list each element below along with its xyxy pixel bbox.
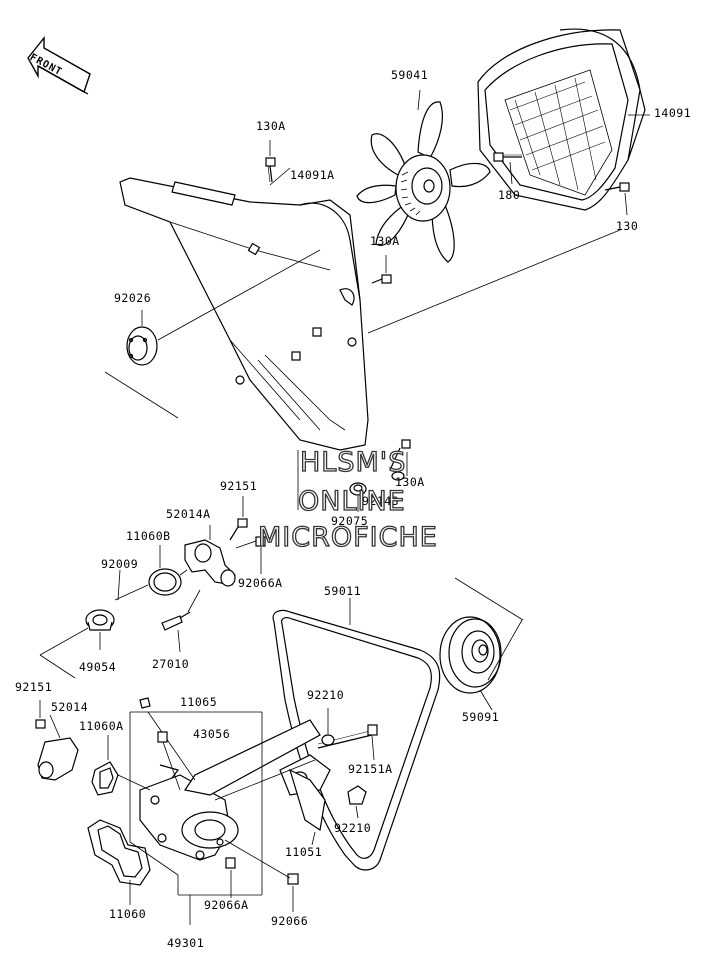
pulley-spacer-part: [104, 249, 321, 419]
part-label-92151a: 92151A: [348, 762, 393, 776]
part-label-92210-upper: 92210: [307, 688, 345, 702]
bolt-130a-low-part: [389, 439, 411, 481]
bolt-92151-lower-part: [35, 700, 46, 729]
washer-92210-lower-part: [347, 785, 367, 819]
part-label-43056: 43056: [193, 727, 231, 741]
cooling-fan-part: [356, 89, 491, 263]
part-label-11060b: 11060B: [126, 529, 171, 543]
part-label-92075: 92075: [331, 514, 369, 528]
part-label-92066a-lower: 92066A: [204, 898, 249, 912]
gasket-11060b-part: [148, 545, 188, 596]
part-label-130a-low: 130A: [395, 475, 425, 489]
part-label-11060: 11060: [109, 907, 147, 921]
collar-92075-part: [297, 450, 367, 512]
water-outlet-upper-part: [184, 525, 236, 587]
part-label-11060a: 11060A: [79, 719, 124, 733]
bolt-92151a-part: [317, 724, 378, 761]
temp-sender-27010-part: [161, 589, 201, 653]
watermark-line-3: MICROFICHE: [257, 522, 438, 553]
belt-cover-part: [119, 167, 369, 451]
pulley-59091-part: [439, 577, 524, 711]
water-outlet-lower-part: [37, 714, 79, 781]
bracket-11051-part: [289, 768, 326, 846]
part-label-59091: 59091: [462, 710, 500, 724]
bolt-130a-mid-part: [371, 255, 392, 284]
fan-shroud-part: [477, 28, 650, 211]
part-label-130: 130: [616, 219, 639, 233]
part-label-27010: 27010: [152, 657, 190, 671]
plug-92066a-upper-part: [235, 536, 266, 574]
part-label-52014a: 52014A: [166, 507, 211, 521]
part-label-180: 180: [498, 188, 521, 202]
watermark-line-2: ONLINE: [297, 486, 406, 517]
part-label-92066: 92066: [271, 914, 309, 928]
part-label-11065: 11065: [180, 695, 218, 709]
part-label-92026: 92026: [114, 291, 152, 305]
front-arrow-icon: [27, 36, 91, 95]
bolt-92151-upper-part: [229, 496, 248, 541]
part-label-49301: 49301: [167, 936, 205, 950]
plug-92066-part: [224, 839, 299, 912]
thermostat-49054-part: [39, 569, 149, 679]
part-label-92151-upper: 92151: [220, 479, 258, 493]
part-label-92009: 92009: [101, 557, 139, 571]
part-label-14091a: 14091A: [290, 168, 335, 182]
part-label-130a-mid: 130A: [370, 234, 400, 248]
part-label-92210-lower: 92210: [334, 821, 372, 835]
part-label-92066a-upper: 92066A: [238, 576, 283, 590]
bolt-180-part: [493, 152, 522, 185]
gasket-11060-part: [87, 819, 151, 905]
bolt-130a-top-part: [265, 140, 276, 183]
bolt-130-part: [604, 182, 630, 216]
part-label-49054: 49054: [79, 660, 117, 674]
part-label-59041: 59041: [391, 68, 429, 82]
part-label-14091: 14091: [654, 106, 692, 120]
part-label-11051: 11051: [285, 845, 323, 859]
o-ring-11065-part: [139, 697, 196, 781]
part-label-59011: 59011: [324, 584, 362, 598]
part-label-92151-lower: 92151: [15, 680, 53, 694]
gasket-11060a-part: [91, 735, 151, 796]
washer-92210-upper-part: [321, 708, 335, 746]
plug-43056-part: [157, 731, 181, 791]
part-label-92143: 92143: [362, 494, 400, 508]
part-label-130a-top: 130A: [256, 119, 286, 133]
watermark-line-1: HLSM'S: [299, 447, 407, 478]
plug-92066a-lower-part: [225, 857, 236, 898]
assembly-bracket-49301: [129, 711, 263, 925]
part-label-52014: 52014: [51, 700, 89, 714]
